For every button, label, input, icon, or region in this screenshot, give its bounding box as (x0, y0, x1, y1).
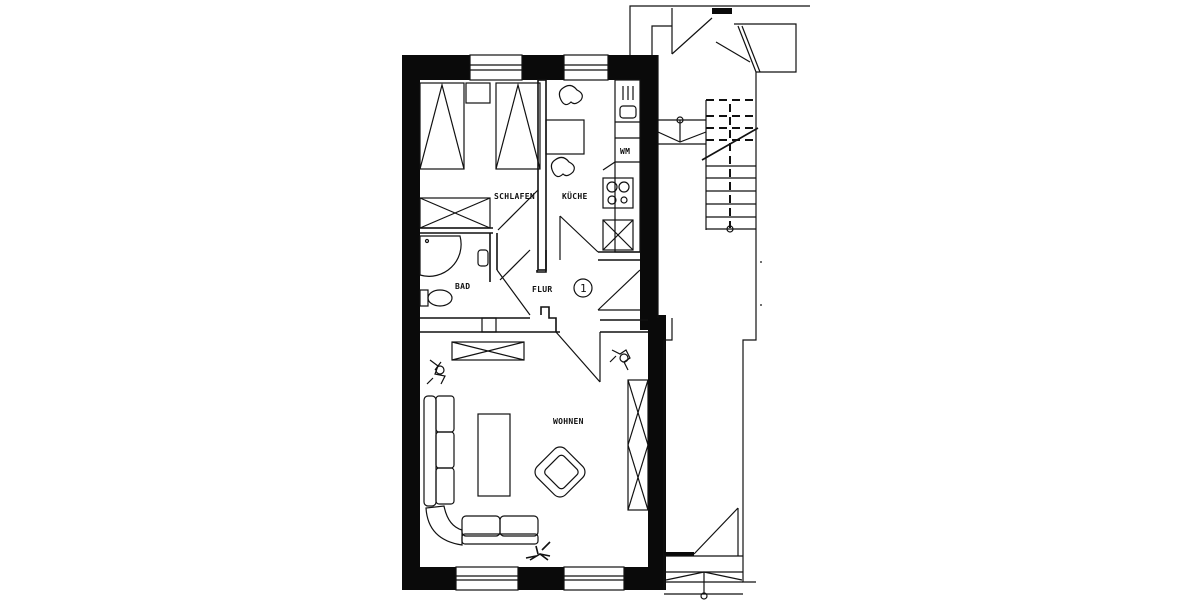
windows-bottom (455, 566, 625, 591)
windows-top (469, 54, 609, 81)
stair-steps (706, 165, 756, 230)
exterior-walls (402, 55, 666, 590)
room-label-flur: FLUR (532, 285, 552, 294)
doors (496, 189, 641, 383)
living-room-furniture (423, 341, 649, 561)
wardrobe-schlafen (419, 197, 491, 229)
room-label-bad: BAD (455, 282, 470, 291)
plant-icon (426, 359, 446, 385)
room-labels: SCHLAFEN KÜCHE BAD FLUR WOHNEN 1 (455, 191, 593, 426)
plant-icon (609, 349, 631, 371)
room-label-wohnen: WOHNEN (553, 417, 584, 426)
washing-machine-label: WM (620, 147, 630, 156)
room-label-kueche: KÜCHE (562, 191, 588, 201)
stairwell (629, 5, 810, 600)
kitchen-furniture: WM (545, 79, 641, 253)
plant-icon (525, 541, 551, 561)
room-label-schlafen: SCHLAFEN (494, 192, 535, 201)
beds (419, 82, 541, 170)
unit-marker: 1 (580, 282, 587, 295)
unit-marker-circle (573, 278, 593, 298)
interior-walls (420, 79, 648, 333)
bathroom-fixtures (419, 235, 489, 307)
